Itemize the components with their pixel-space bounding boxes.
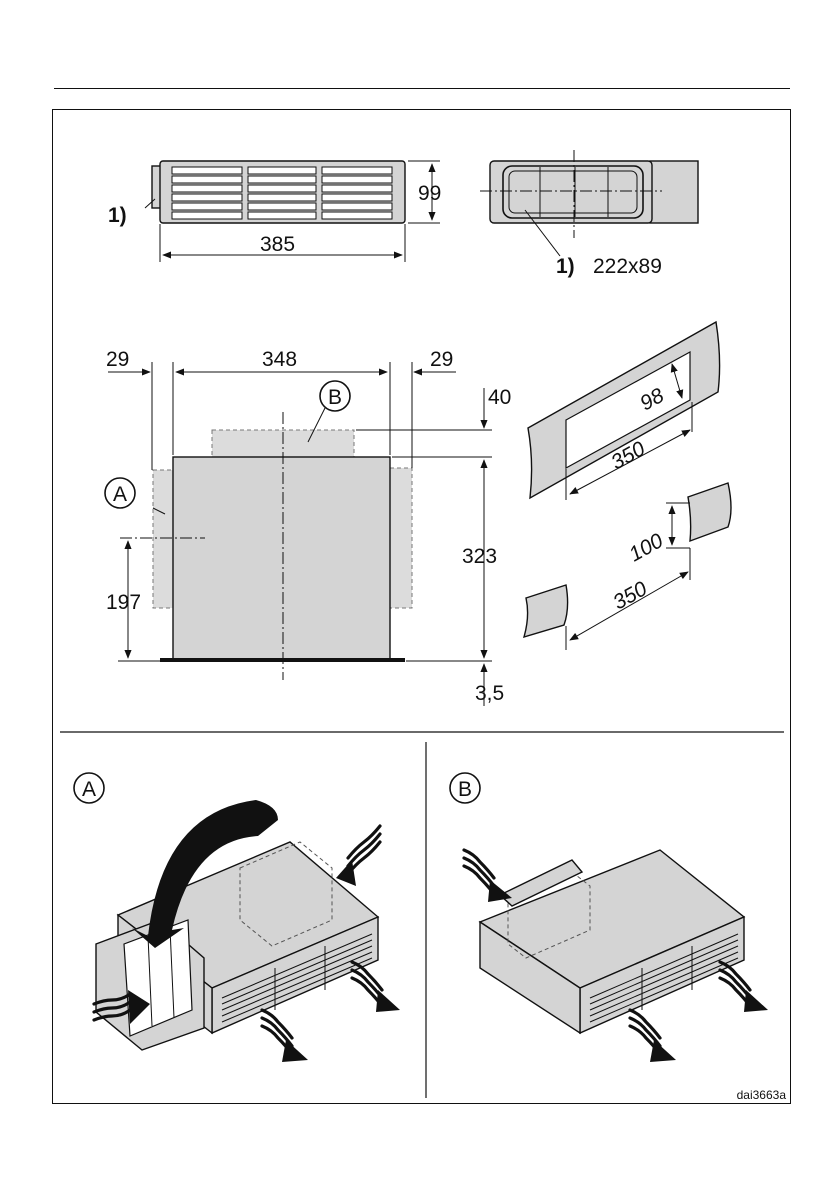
drawing-id: dai3663a bbox=[737, 1088, 787, 1102]
airflow-out-front-b bbox=[630, 1010, 676, 1062]
base-offset-label: 3,5 bbox=[475, 682, 504, 705]
grease-filter bbox=[480, 150, 698, 256]
right-offset-label: 29 bbox=[430, 348, 453, 371]
lower-cutout-width-label: 350 bbox=[609, 577, 651, 614]
filter-callout: 1) bbox=[556, 255, 575, 278]
airflow-in-b bbox=[464, 850, 512, 902]
variant-b-illustration bbox=[464, 850, 768, 1062]
variant-b-marker: B bbox=[450, 773, 480, 803]
lower-cutout-panel bbox=[524, 483, 731, 650]
top-outlet-label: 40 bbox=[488, 386, 511, 409]
grille-width-label: 385 bbox=[260, 233, 295, 256]
airflow-in-right bbox=[336, 826, 380, 886]
variant-a-marker: A bbox=[74, 773, 104, 803]
upper-cutout-panel bbox=[528, 322, 720, 500]
marker-a-label: A bbox=[113, 483, 127, 506]
box-height-label: 323 bbox=[462, 545, 497, 568]
grille-height-label: 99 bbox=[418, 182, 441, 205]
marker-b-circle: B bbox=[320, 381, 350, 411]
hood-side-view bbox=[108, 362, 492, 706]
side-outlet-height-label: 197 bbox=[106, 591, 141, 614]
airflow-out-right bbox=[352, 962, 400, 1012]
airflow-out-right-b bbox=[720, 962, 768, 1012]
box-width-label: 348 bbox=[262, 348, 297, 371]
variant-b-label: B bbox=[458, 778, 472, 801]
marker-b-label: B bbox=[328, 386, 342, 409]
filter-size-label: 222x89 bbox=[593, 255, 662, 278]
grille-callout: 1) bbox=[108, 204, 127, 227]
airflow-out-front bbox=[262, 1010, 308, 1062]
variant-a-label: A bbox=[82, 778, 96, 801]
variant-a-illustration bbox=[94, 800, 400, 1062]
marker-a-circle: A bbox=[105, 478, 135, 508]
lower-cutout-height-label: 100 bbox=[625, 529, 667, 566]
left-offset-label: 29 bbox=[106, 348, 129, 371]
